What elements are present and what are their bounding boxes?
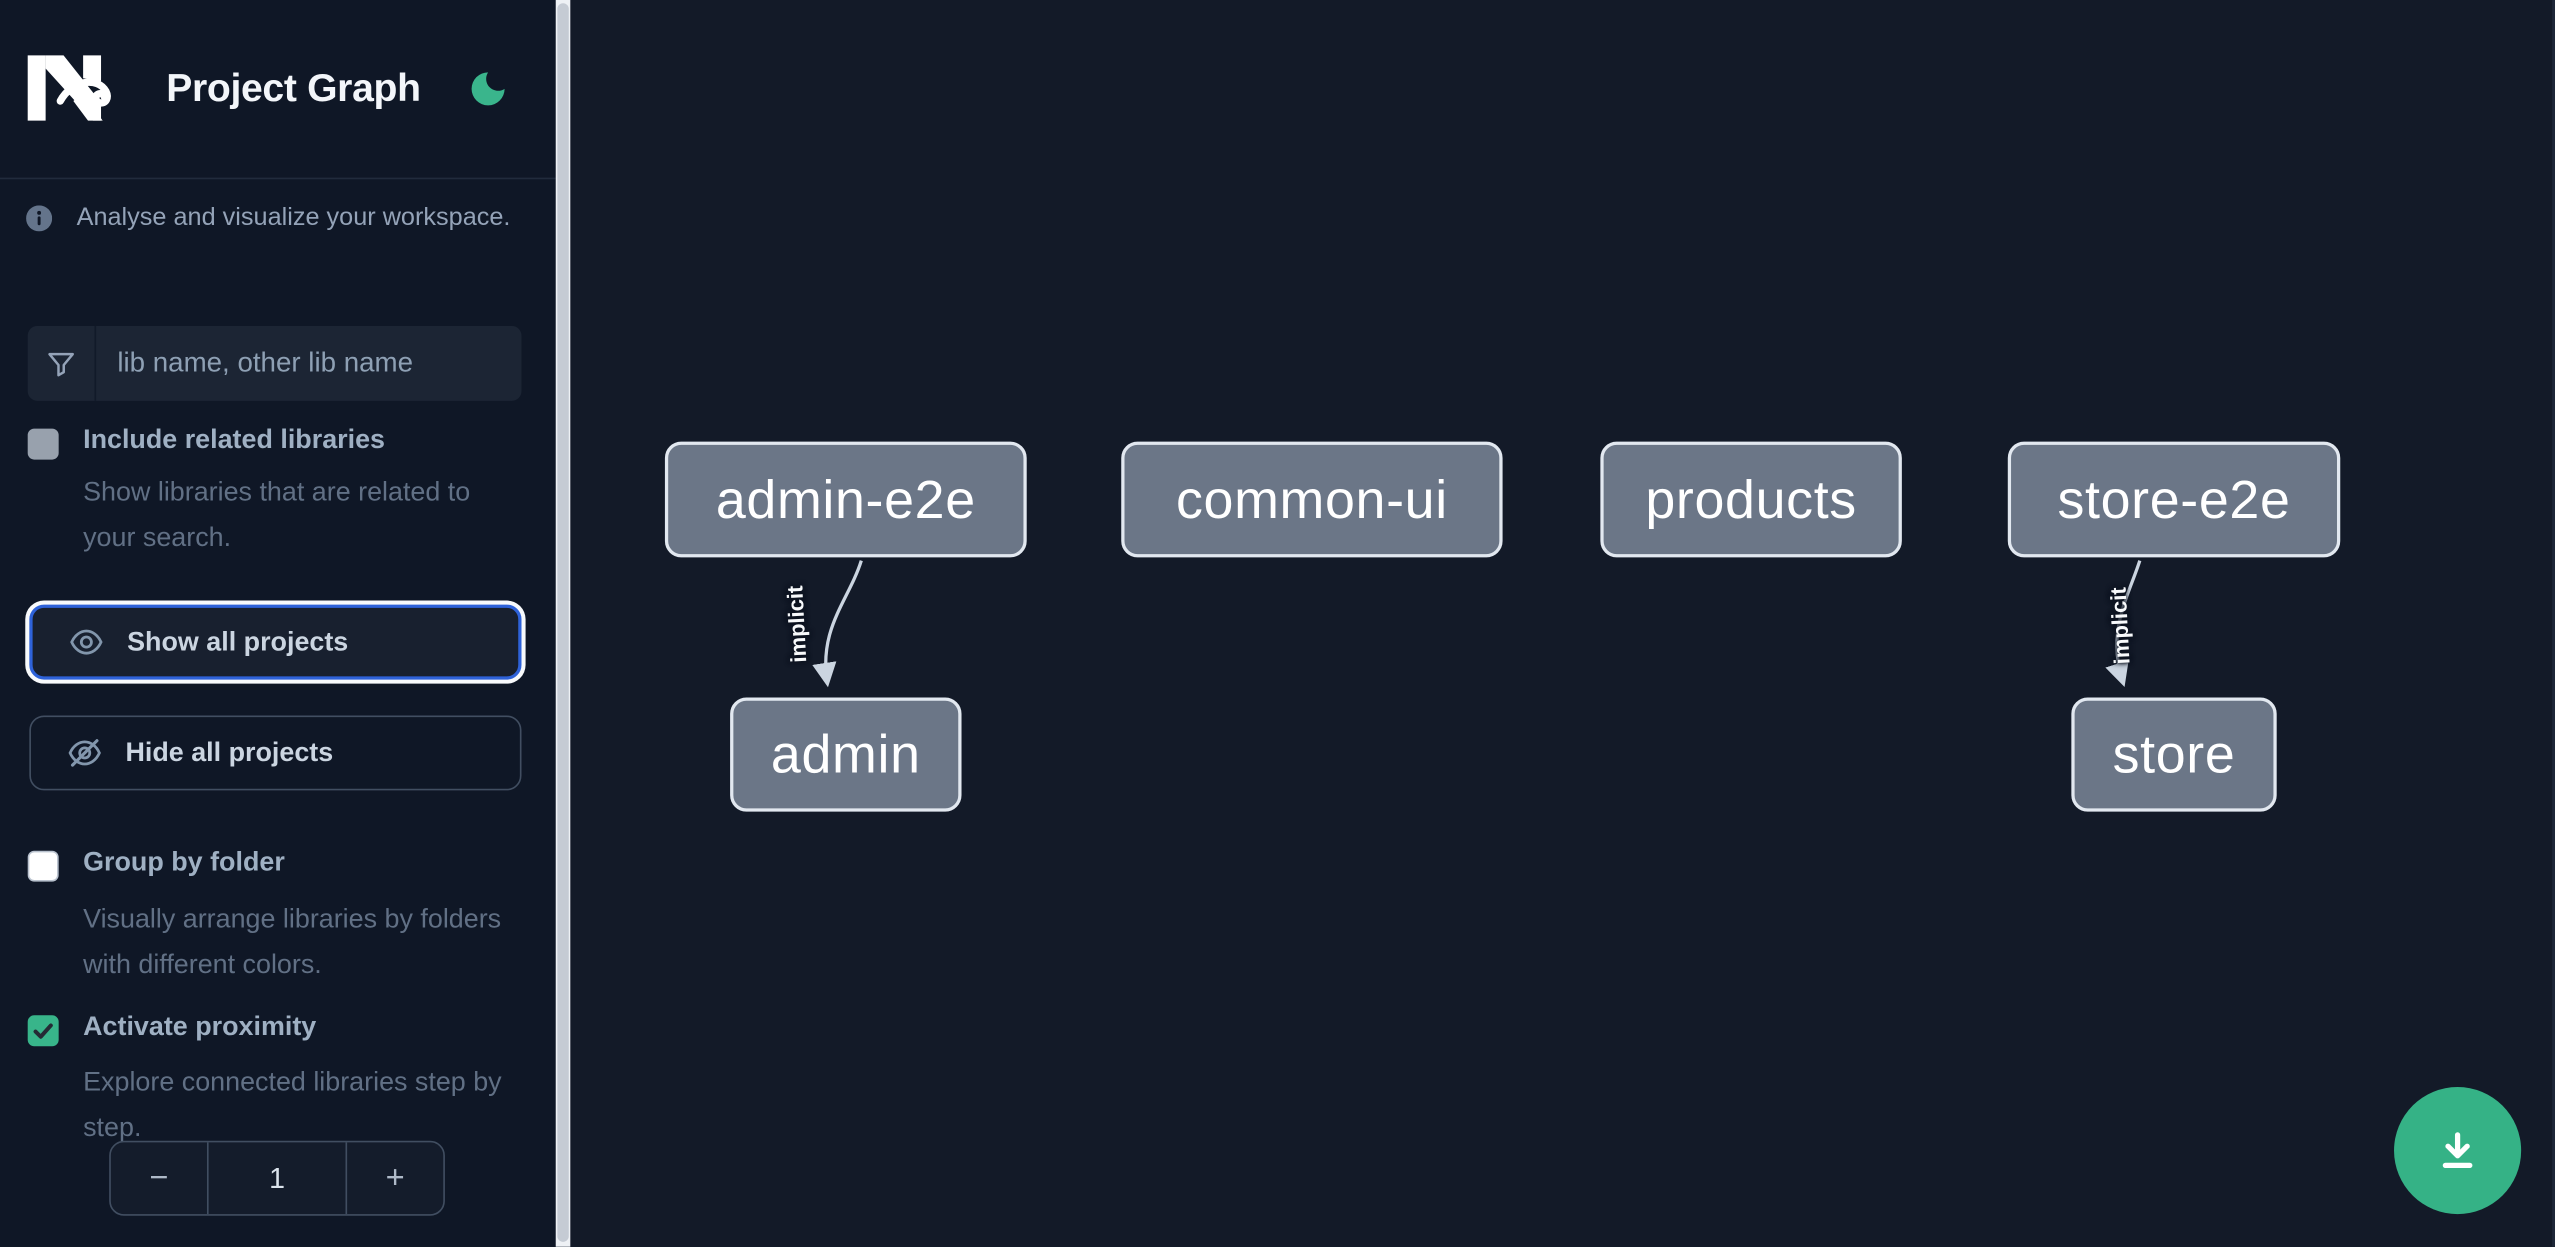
include-related-checkbox[interactable]: [27, 428, 59, 460]
proximity-increment-button[interactable]: +: [347, 1142, 443, 1214]
filter-icon-cell: [28, 325, 97, 401]
include-related-label: Include related libraries: [83, 425, 386, 455]
info-icon: [26, 205, 53, 232]
sidebar-header: Project Graph: [0, 0, 556, 180]
eye-icon: [70, 629, 103, 655]
edge-label-implicit-store: implicit: [2106, 586, 2135, 665]
intro-text: Analyse and visualize your workspace.: [76, 203, 511, 232]
hide-all-projects-label: Hide all projects: [125, 737, 334, 767]
nx-logo: [27, 55, 111, 121]
canvas-right-border: [2552, 0, 2555, 1247]
graph-node-common-ui[interactable]: common-ui: [1121, 441, 1503, 558]
include-related-description: Show libraries that are related to your …: [83, 477, 471, 553]
theme-toggle-button[interactable]: [466, 67, 510, 111]
search-box: [27, 325, 522, 401]
download-graph-button[interactable]: [2394, 1087, 2522, 1215]
check-icon: [33, 1023, 53, 1039]
activate-proximity-description: Explore connected libraries step by step…: [83, 1067, 502, 1143]
show-all-projects-button[interactable]: Show all projects: [29, 604, 522, 680]
moon-icon: [471, 72, 505, 106]
eye-off-icon: [68, 739, 101, 767]
graph-node-admin-e2e[interactable]: admin-e2e: [664, 441, 1027, 558]
hide-all-projects-button[interactable]: Hide all projects: [29, 715, 522, 791]
proximity-value[interactable]: 1: [206, 1142, 348, 1215]
graph-node-store-e2e[interactable]: store-e2e: [2007, 441, 2341, 558]
group-by-folder-checkbox[interactable]: [27, 850, 59, 882]
edge-admin-e2e-to-admin: [812, 560, 863, 688]
sidebar: Project Graph Analyse and visualize your…: [0, 0, 556, 1247]
edges-layer: [812, 560, 2142, 688]
page-title: Project Graph: [166, 66, 421, 111]
search-input[interactable]: [96, 347, 522, 380]
sidebar-scrollbar: [555, 0, 571, 1247]
filter-funnel-icon: [48, 352, 74, 376]
activate-proximity-checkbox[interactable]: [27, 1015, 59, 1047]
graph-canvas[interactable]: admin-e2e common-ui products store-e2e a…: [570, 0, 2555, 1247]
download-icon: [2442, 1132, 2473, 1169]
graph-node-store[interactable]: store: [2071, 697, 2277, 812]
proximity-stepper: − 1 +: [109, 1140, 445, 1216]
group-by-folder-label: Group by folder: [83, 847, 285, 877]
show-all-projects-label: Show all projects: [127, 626, 349, 656]
sidebar-scrollbar-thumb[interactable]: [557, 3, 569, 1242]
group-by-folder-description: Visually arrange libraries by folders wi…: [83, 904, 502, 980]
proximity-decrement-button[interactable]: −: [111, 1142, 207, 1214]
activate-proximity-label: Activate proximity: [83, 1012, 317, 1042]
graph-node-products[interactable]: products: [1600, 441, 1902, 558]
graph-node-admin[interactable]: admin: [730, 697, 962, 812]
edge-label-implicit-admin: implicit: [782, 585, 812, 664]
intro-row: Analyse and visualize your workspace.: [26, 204, 531, 233]
